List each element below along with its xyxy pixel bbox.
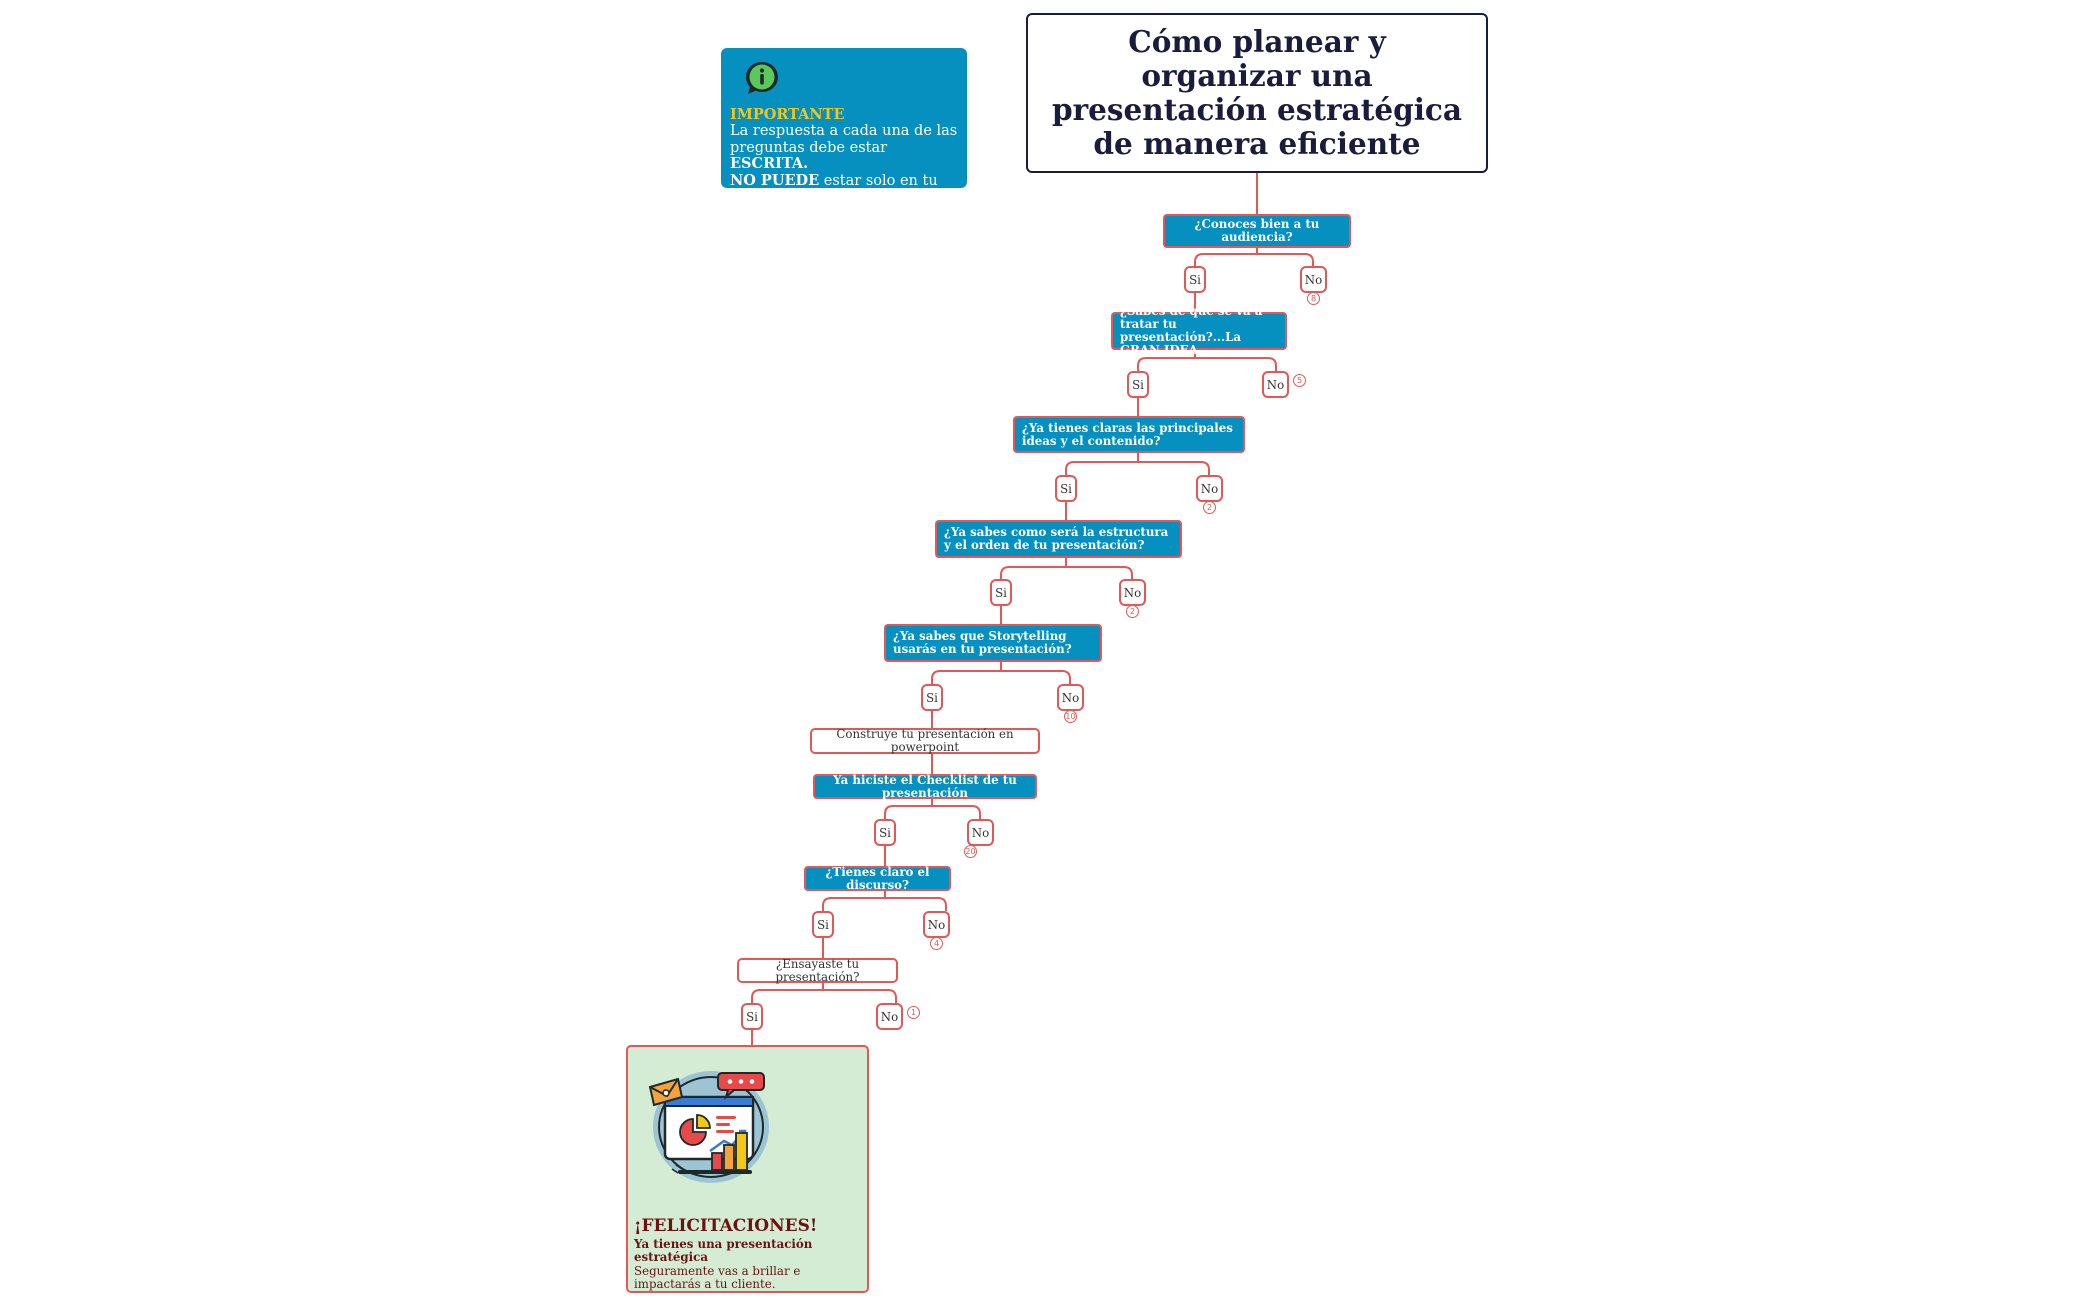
final-heading: ¡FELICITACIONES! [634, 1216, 818, 1236]
badge-no-3: 2 [1203, 501, 1216, 514]
answer-yes-3[interactable]: Si [1055, 475, 1077, 502]
answer-no-4[interactable]: No [1119, 579, 1146, 606]
answer-yes-7[interactable]: Si [812, 911, 834, 938]
answer-no-5[interactable]: No [1057, 684, 1084, 711]
answer-no-7[interactable]: No [923, 911, 950, 938]
badge-no-4: 2 [1126, 605, 1139, 618]
final-body: Seguramente vas a brillar e impactarás a… [634, 1264, 801, 1291]
badge-no-1: 8 [1307, 292, 1320, 305]
answer-no-1[interactable]: No [1300, 266, 1327, 293]
badge-no-7: 4 [930, 937, 943, 950]
answer-no-3[interactable]: No [1196, 475, 1223, 502]
question-structure[interactable]: ¿Ya sabes como será la estructura y el o… [935, 520, 1182, 558]
presentation-dashboard-icon [648, 1071, 769, 1183]
answer-yes-4[interactable]: Si [990, 579, 1012, 606]
question-big-idea[interactable]: ¿Sabes de que se va a tratar tu presenta… [1111, 305, 1287, 357]
answer-no-2[interactable]: No [1262, 371, 1289, 398]
question-speech[interactable]: ¿Tienes claro el discurso? [804, 865, 951, 891]
answer-yes-8[interactable]: Si [741, 1003, 763, 1030]
question-checklist[interactable]: Ya hiciste el Checklist de tu presentaci… [813, 773, 1037, 799]
question-main-ideas[interactable]: ¿Ya tienes claras las principales ideas … [1013, 416, 1245, 453]
badge-no-6: 20 [964, 845, 977, 858]
answer-no-6[interactable]: No [967, 819, 994, 846]
final-congratulations: ¡FELICITACIONES! Ya tienes una presentac… [626, 1045, 869, 1293]
important-text: La respuesta a cada una de las preguntas… [730, 123, 958, 205]
answer-yes-1[interactable]: Si [1184, 266, 1206, 293]
important-note: IMPORTANTE La respuesta a cada una de la… [721, 48, 967, 205]
step-build-powerpoint[interactable]: Construye tu presentación en powerpoint [810, 728, 1040, 754]
answer-no-8[interactable]: No [876, 1003, 903, 1030]
final-subheading: Ya tienes una presentación estratégica [634, 1237, 813, 1264]
answer-yes-5[interactable]: Si [921, 684, 943, 711]
info-chat-icon [746, 62, 778, 94]
question-rehearsal[interactable]: ¿Ensayaste tu presentación? [737, 957, 898, 983]
answer-yes-6[interactable]: Si [874, 819, 896, 846]
question-storytelling[interactable]: ¿Ya sabes que Storytelling usarás en tu … [884, 624, 1102, 662]
diagram-title: Cómo planear y organizar una presentació… [1026, 13, 1488, 173]
badge-no-8: 1 [907, 1006, 920, 1019]
answer-yes-2[interactable]: Si [1127, 371, 1149, 398]
important-label: IMPORTANTE [730, 106, 845, 123]
badge-no-2: 5 [1293, 374, 1306, 387]
badge-no-5: 10 [1064, 710, 1077, 723]
question-audience[interactable]: ¿Conoces bien a tu audiencia? [1163, 214, 1351, 248]
